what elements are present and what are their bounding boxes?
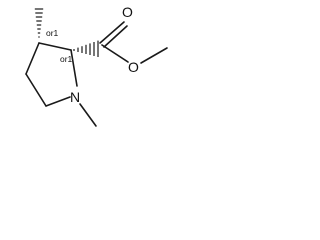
atom-ester-oxygen: O <box>128 59 139 75</box>
c3-methyl-hashed-wedge <box>34 8 44 38</box>
bond-carbonyl-ester-oxygen <box>101 44 129 63</box>
pyrrolidine-ring <box>25 42 78 107</box>
atom-nitrogen: N <box>70 89 80 105</box>
bond-ester-oxygen-methyl <box>140 47 168 64</box>
bond-c2-c3 <box>38 42 72 51</box>
stereo-label-c3: or1 <box>46 28 59 38</box>
chemical-structure: N O O or1 or1 <box>25 4 168 127</box>
bond-n1-methyl <box>79 103 97 127</box>
bond-c5-n1 <box>45 96 71 107</box>
bond-n1-c2 <box>70 49 78 87</box>
bond-c4-c5 <box>25 73 47 107</box>
bond-c3-c4 <box>25 42 40 75</box>
carbonyl-double-bond <box>99 21 128 48</box>
c2-ester-hashed-wedge <box>73 40 99 57</box>
stereo-label-c2: or1 <box>60 54 73 64</box>
atom-carbonyl-oxygen: O <box>122 4 133 20</box>
